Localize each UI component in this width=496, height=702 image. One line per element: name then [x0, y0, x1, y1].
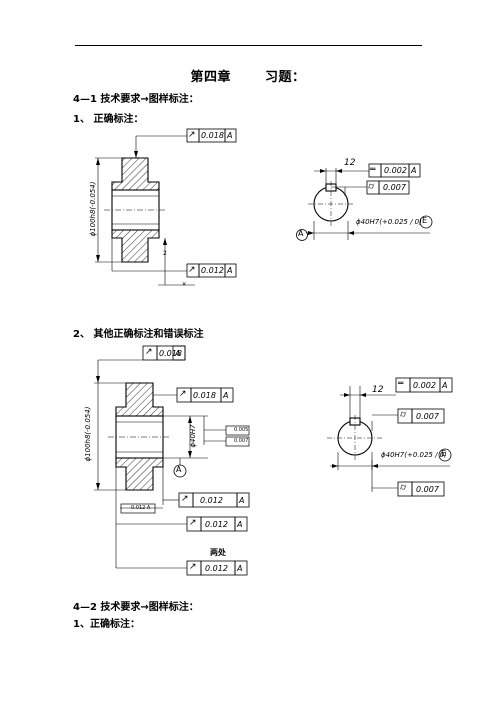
fcf-bottom-datum: A — [227, 266, 233, 275]
fcf3a-value: 0.018 — [159, 349, 182, 358]
fcf-bottom-symbol: ↗ — [188, 265, 196, 275]
fcf-top-datum: A — [227, 131, 233, 140]
small-b-value: 0.007 — [234, 438, 249, 444]
fcf-symmetry — [368, 163, 421, 178]
dim4-bore: ϕ40H7(+0.025 / 0) — [381, 451, 447, 459]
fcf3-d — [186, 516, 248, 532]
fcf-sym-datum: A — [411, 166, 417, 175]
gear-lower-section — [111, 229, 160, 263]
datum-marker-x: × — [182, 280, 186, 288]
section-heading-4-1: 4—1 技术要求→图样标注： — [73, 94, 199, 105]
fcf4-cyl2-symbol: ⌭ — [400, 483, 407, 493]
fcf-cyl-symbol: ⌭ — [368, 182, 375, 192]
envelope4-e: E — [441, 449, 447, 458]
header-rule — [75, 45, 422, 46]
fcf4-sym-symbol: ═ — [398, 379, 404, 389]
fcf3e-datum: A — [237, 564, 243, 573]
small-fcf-c — [120, 503, 156, 514]
fcf-bottom-value: 0.012 — [201, 266, 224, 275]
datum3-tag: A — [176, 465, 182, 474]
page-title: 第四章 习题： — [0, 66, 496, 85]
fcf4-cyl1 — [397, 408, 445, 424]
fcf3e-symbol: ↗ — [189, 562, 197, 572]
fcf3e-value: 0.012 — [205, 564, 228, 573]
fcf4-sym — [395, 377, 453, 393]
fcf3-e — [186, 560, 248, 576]
section-heading-4-2: 4—2 技术要求→图样标注： — [73, 602, 199, 613]
item-correct-annotation-2: 1、正确标注： — [73, 619, 140, 630]
fcf3c-value: 0.012 — [200, 496, 223, 505]
dim-bore-40h7: ϕ40H7(+0.025 / 0) — [356, 218, 422, 226]
fcf-sym-symbol: ═ — [370, 165, 376, 175]
fcf3c-symbol: ↗ — [181, 494, 189, 504]
fcf3a-symbol: ↗ — [145, 347, 153, 357]
fcf-runout-top — [186, 128, 237, 143]
fcf3b-datum: A — [223, 391, 229, 400]
fcf3b-value: 0.018 — [193, 391, 216, 400]
fcf4-cyl1-symbol: ⌭ — [400, 410, 407, 420]
fcf3-b — [176, 387, 234, 403]
small-a-value: 0.005 — [234, 427, 249, 433]
fcf-cylindricity — [366, 180, 410, 195]
fcf3-a — [142, 345, 186, 361]
fcf4-sym-value: 0.002 — [413, 381, 436, 390]
datum-tag-a: A — [298, 229, 304, 238]
dim4-width-12: 12 — [372, 385, 384, 395]
small-fcf-b — [225, 436, 250, 447]
chapter-title: 第四章 — [190, 70, 231, 85]
leader-label: 2 — [163, 250, 167, 257]
fcf-top-symbol: ↗ — [188, 130, 196, 140]
datum3-a-circle — [173, 464, 187, 478]
fcf3d-value: 0.012 — [205, 520, 228, 529]
fcf4-cyl2 — [397, 481, 445, 497]
fcf3a-datum: A — [175, 349, 181, 358]
dim-width-12: 12 — [344, 158, 356, 168]
fcf4-cyl2-value: 0.007 — [416, 485, 439, 494]
topic-title: 习题： — [265, 70, 306, 85]
gear3-lower-section — [115, 457, 164, 491]
fcf-top-value: 0.018 — [201, 131, 224, 140]
fcf3c-datum: A — [239, 496, 245, 505]
item-correct-annotation: 1、 正确标注： — [73, 114, 144, 125]
small-c-value: 0.012 A — [131, 505, 151, 511]
fcf3e-note: 两处 — [210, 548, 226, 557]
fcf3d-datum: A — [237, 520, 243, 529]
fcf-runout-bottom — [186, 263, 237, 278]
fcf4-cyl1-value: 0.007 — [416, 412, 439, 421]
fcf-sym-value: 0.002 — [384, 166, 407, 175]
item-other-annotations: 2、 其他正确标注和错误标注 — [73, 329, 204, 340]
datum-a-circle — [296, 229, 308, 241]
fcf3b-symbol: ↗ — [179, 389, 187, 399]
fcf3d-symbol: ↗ — [189, 518, 197, 528]
fcf4-sym-datum: A — [442, 381, 448, 390]
envelope-e: E — [422, 216, 428, 225]
fcf-cyl-value: 0.007 — [383, 183, 406, 192]
fcf3-c — [178, 492, 250, 508]
envelope-circle — [419, 215, 433, 229]
small-fcf-a — [225, 425, 250, 436]
